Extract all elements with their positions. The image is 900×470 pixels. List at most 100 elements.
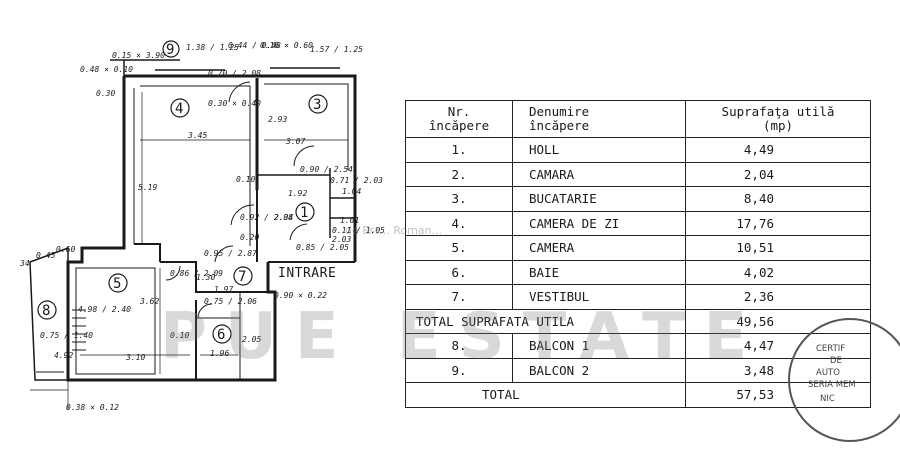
dim-label: 0.90 × 0.22: [274, 291, 327, 300]
dim-label: 1.57 / 1.25: [310, 45, 363, 54]
room-area-table: Nr. încăpere Denumire încăpere Suprafaţa…: [405, 100, 871, 408]
cell-nr: 1.: [405, 137, 513, 163]
dim-label: 0.70 / 2.08: [208, 69, 261, 78]
dimension-labels: 0.15 × 3.90 1.38 / 1.25 0.44 / 0.48 0.16…: [19, 41, 385, 412]
cell-name: CAMERA DE ZI: [512, 210, 686, 236]
stamp-line: DE: [830, 356, 842, 366]
entry-label: INTRARE: [278, 266, 336, 281]
dim-label: 34: [19, 259, 30, 268]
dim-label: 1.92: [288, 189, 307, 198]
cell-name: BUCATARIE: [512, 186, 686, 212]
dim-label: 0.71 / 2.03: [330, 176, 383, 185]
dim-label: 0.15 × 3.90: [112, 51, 165, 60]
room-6-number: 6: [217, 327, 225, 343]
dim-label: 2.34: [274, 213, 293, 222]
dim-label: 0.38 × 0.12: [66, 403, 119, 412]
certification-stamp: CERTIF DE AUTO SERIA MEM NIC: [788, 318, 900, 442]
dim-label: 1.30: [196, 273, 215, 282]
grand-total-label: TOTAL: [405, 382, 686, 408]
dim-label: 5.19: [138, 183, 157, 192]
dim-label: 2.93: [268, 115, 287, 124]
dim-label: 0.60: [56, 245, 75, 254]
dim-label: 3.62: [139, 297, 159, 306]
cell-nr: 6.: [405, 259, 513, 285]
cell-area: 4,02: [685, 259, 871, 285]
dim-label: 1.38 / 1.25: [186, 43, 239, 52]
room-1-number: 1: [300, 205, 308, 221]
cell-name: VESTIBUL: [512, 284, 686, 310]
room-8-number: 8: [42, 303, 50, 319]
cell-nr: 5.: [405, 235, 513, 261]
dim-label: 1.96: [210, 349, 229, 358]
dim-label: 0.10: [170, 331, 189, 340]
cell-name: CAMERA: [512, 235, 686, 261]
dim-label: 1.01: [340, 216, 359, 225]
cell-nr: 2.: [405, 161, 513, 187]
dim-label: 3.10: [125, 353, 145, 362]
floor-plan: 9 4 3 1 5 7 6 8 INTRARE 0.15 × 3.90 1.38…: [19, 40, 385, 412]
cell-nr: 9.: [405, 357, 513, 383]
cell-nr: 3.: [405, 186, 513, 212]
dim-label: 1.97: [214, 285, 233, 294]
dim-label: 3.45: [187, 131, 207, 140]
header-area: Suprafaţa utilă (mp): [685, 100, 871, 138]
dim-label: 0.30: [96, 89, 115, 98]
room-9-number: 9: [166, 42, 174, 58]
dim-label: 0.86 / 2.09: [170, 269, 223, 278]
dim-label: 0.10: [236, 175, 255, 184]
dim-label: 1.04: [342, 187, 361, 196]
dim-label: 0.45: [36, 251, 55, 260]
stamp-line: CERTIF: [816, 344, 846, 354]
cell-name: HOLL: [512, 137, 686, 163]
room-3-number: 3: [313, 97, 321, 113]
header-name: Denumire încăpere: [512, 100, 686, 138]
room-markers: [37, 40, 328, 344]
dim-label: 0.11 / 1.05: [332, 226, 385, 235]
dim-label: 0.16 × 0.60: [260, 41, 313, 50]
stamp-line: SERIA MEM: [808, 380, 856, 390]
cell-area: 10,51: [685, 235, 871, 261]
stamp-line: AUTO: [816, 368, 840, 378]
cell-area: 17,76: [685, 210, 871, 236]
header-nr: Nr. încăpere: [405, 100, 513, 138]
dim-label: 0.48 × 0.10: [80, 65, 133, 74]
cell-nr: 4.: [405, 210, 513, 236]
plan-walls: [29, 59, 357, 410]
cell-nr: 8.: [405, 333, 513, 359]
cell-area: 2,04: [685, 161, 871, 187]
dim-label: 0.85 / 2.05: [296, 243, 349, 252]
total-util-label: TOTAL SUPRAFATA UTILA: [405, 308, 686, 334]
cell-nr: 7.: [405, 284, 513, 310]
dim-label: 0.90 / 2.54: [300, 165, 353, 174]
cell-area: 4,49: [685, 137, 871, 163]
dim-label: 0.75 / 1.40: [40, 331, 93, 340]
cell-name: BALCON 1: [512, 333, 686, 359]
dim-label: 0.30 × 0.40: [208, 99, 261, 108]
cell-name: BAIE: [512, 259, 686, 285]
room-5-number: 5: [113, 276, 121, 292]
dim-label: 3.07: [285, 137, 305, 146]
cell-name: CAMARA: [512, 161, 686, 187]
dim-label: 0.20: [240, 233, 259, 242]
dim-label: 0.44 / 0.48: [228, 41, 281, 50]
cell-area: 2,36: [685, 284, 871, 310]
total-util-row: TOTAL SUPRAFATA UTILA 49,56: [405, 308, 871, 334]
dim-label: 2.03: [332, 235, 351, 244]
room-7-number: 7: [238, 269, 246, 285]
dim-label: 2.05: [242, 335, 261, 344]
room-4-number: 4: [175, 101, 183, 117]
dim-label: 4.98 / 2.40: [78, 305, 131, 314]
dim-label: 0.75 / 2.06: [204, 297, 257, 306]
dim-label: 4.92: [54, 351, 73, 360]
cell-name: BALCON 2: [512, 357, 686, 383]
cell-area: 8,40: [685, 186, 871, 212]
dim-label: 0.92 / 2.08: [240, 213, 293, 222]
dim-label: 0.95 / 2.87: [204, 249, 257, 258]
